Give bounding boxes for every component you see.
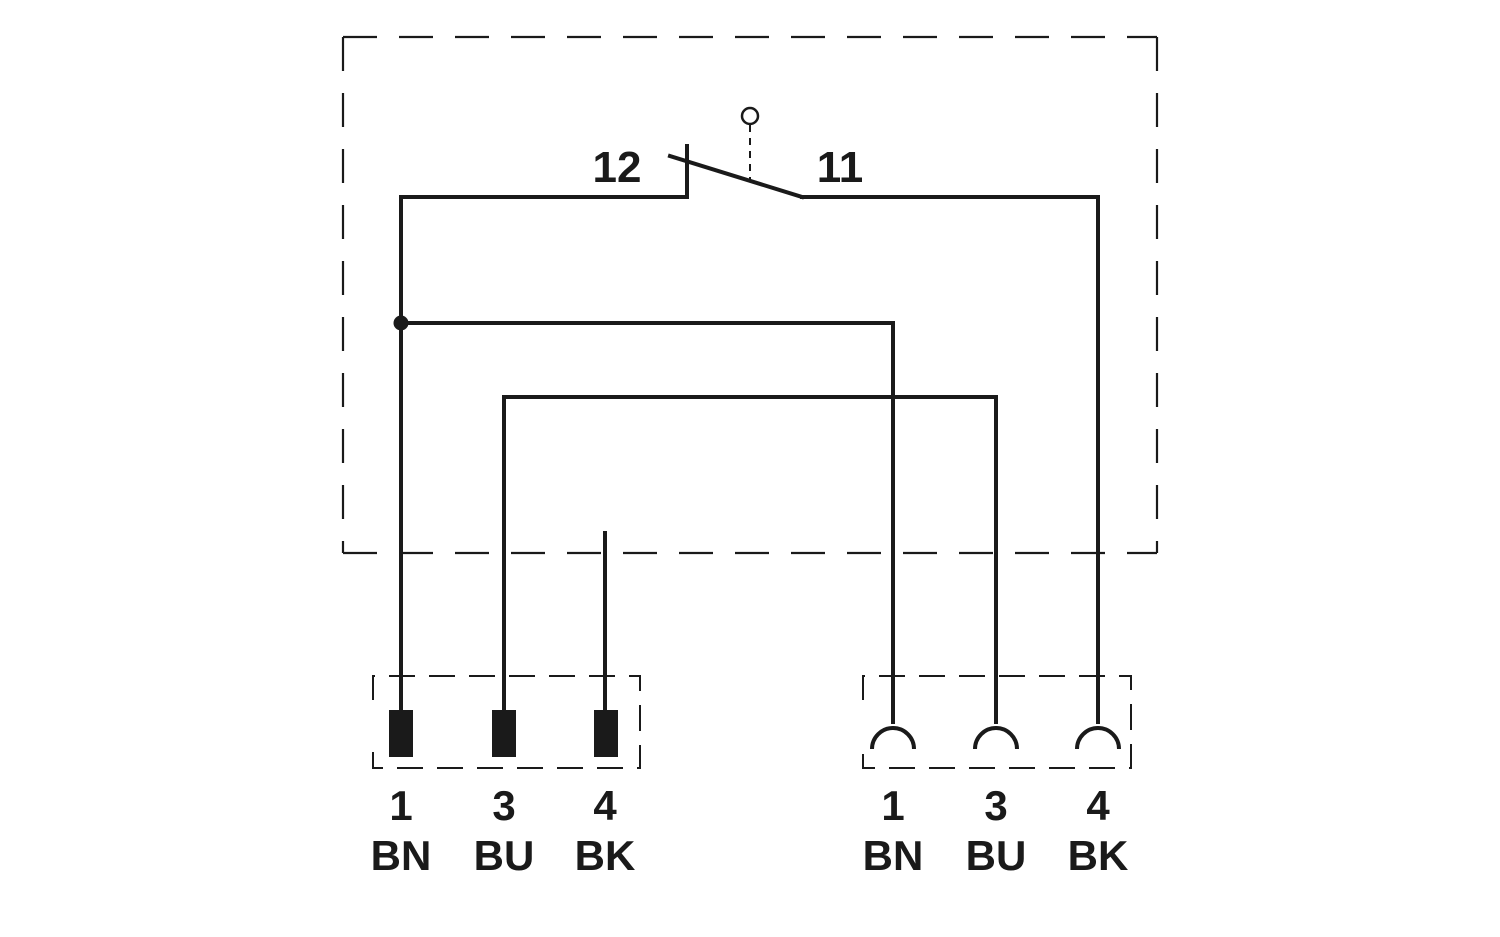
wires bbox=[393, 195, 1100, 724]
switch-blade bbox=[667, 153, 805, 200]
pin-number-label: 4 bbox=[1086, 782, 1110, 829]
wire-bn-bridge bbox=[399, 321, 895, 724]
pin-number-label: 4 bbox=[593, 782, 617, 829]
connector-left: 1 3 4 BN BU BK bbox=[371, 675, 641, 879]
pin-3-male bbox=[492, 710, 516, 757]
connector-left-outline bbox=[372, 675, 641, 769]
connector-right-outline bbox=[862, 675, 1132, 769]
socket-1-female bbox=[870, 726, 916, 750]
switch-terminal-12-label: 12 bbox=[593, 143, 642, 192]
pin-1-male bbox=[389, 710, 413, 757]
wire-color-label: BU bbox=[474, 832, 535, 879]
switch-actuator-knob bbox=[740, 106, 760, 126]
pin-number-label: 1 bbox=[389, 782, 412, 829]
connector-right: 1 3 4 BN BU BK bbox=[862, 675, 1132, 879]
pin-number-label: 1 bbox=[881, 782, 904, 829]
housing-boundary bbox=[341, 35, 1159, 555]
wire-bk-right bbox=[800, 195, 1100, 724]
wire-bu-bridge bbox=[502, 395, 998, 724]
pin-4-male bbox=[594, 710, 618, 757]
junction-dot bbox=[393, 315, 409, 331]
switch-contact: 12 11 bbox=[593, 106, 864, 200]
wire-color-label: BK bbox=[1068, 832, 1129, 879]
pin-number-label: 3 bbox=[984, 782, 1007, 829]
wire-color-label: BK bbox=[575, 832, 636, 879]
socket-3-female bbox=[973, 726, 1019, 750]
socket-4-female bbox=[1075, 726, 1121, 750]
wire-color-label: BN bbox=[371, 832, 432, 879]
pin-number-label: 3 bbox=[492, 782, 515, 829]
wire-bn-left bbox=[399, 195, 689, 712]
wire-color-label: BN bbox=[863, 832, 924, 879]
switch-terminal-11-label: 11 bbox=[817, 143, 864, 192]
wire-color-label: BU bbox=[966, 832, 1027, 879]
